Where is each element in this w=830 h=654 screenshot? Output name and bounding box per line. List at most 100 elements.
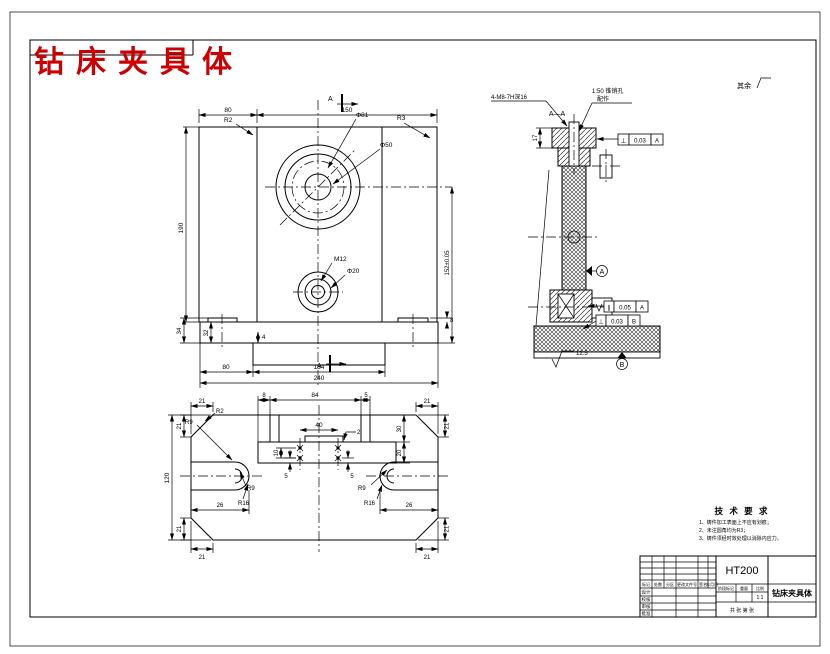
dim-label: R2 xyxy=(216,409,224,415)
dim-label: 240 xyxy=(314,375,325,382)
svg-text:0.03: 0.03 xyxy=(611,320,623,326)
svg-text:A: A xyxy=(655,139,659,145)
sheet-label: 共 张 第 张 xyxy=(730,607,754,614)
datum-a: A xyxy=(586,265,608,277)
rev-header: 年月日 xyxy=(706,581,718,587)
dim-label: 21 xyxy=(424,399,431,405)
dim-label: R2 xyxy=(224,117,233,124)
scale-value: 1:1 xyxy=(757,595,764,601)
surface-note-label: 其余 xyxy=(737,81,751,90)
dim-label: 21 xyxy=(177,422,183,429)
scale-label: 比例 xyxy=(756,585,764,591)
tap-callout: 4-M8-7H深16 xyxy=(491,93,528,101)
part-name: 钻床夹具体 xyxy=(772,588,813,598)
dim-label: Φ20 xyxy=(347,268,360,275)
dim-label: R16 xyxy=(364,501,376,507)
dim-label: Φ81 xyxy=(356,112,369,119)
dim-label: 20 xyxy=(397,449,403,456)
dim-label: 34 xyxy=(177,327,183,334)
svg-text:B: B xyxy=(632,320,636,326)
dim-label: 26 xyxy=(406,503,413,509)
dim-label: 5 xyxy=(284,474,288,480)
tech-req-item: 2、未注圆角均为R3； xyxy=(699,527,748,534)
pin-callout-2: 配作 xyxy=(597,95,609,103)
dim-label: 2 xyxy=(357,430,361,436)
dim-label: R9 xyxy=(247,486,255,492)
dim-label: M12 xyxy=(334,256,347,263)
role-label: 批准 xyxy=(642,610,651,617)
title-block: 标记 处数 分区 更改文件号 签名 年月日 设计 校核 审核 批准 HT200 … xyxy=(639,555,817,618)
svg-text:A: A xyxy=(640,306,644,312)
role-label: 校核 xyxy=(642,596,651,603)
rev-header: 签名 xyxy=(699,581,707,587)
dim-label: 84 xyxy=(311,392,319,399)
page-title: 钻床夹具体 xyxy=(34,46,244,79)
surface-finish-note: 其余 xyxy=(737,77,771,90)
rev-header: 分区 xyxy=(666,581,674,587)
dim-label: 21 xyxy=(424,555,431,561)
dim-label: 5 xyxy=(350,474,354,480)
roughness-icon xyxy=(756,77,771,89)
svg-text:∥: ∥ xyxy=(608,305,611,312)
section-mark-bottom: A xyxy=(317,355,347,372)
stage-label: 阶段标记 xyxy=(718,585,734,591)
tech-req-item: 3、铸件须经时效处理以消除内应力。 xyxy=(699,535,782,542)
dim-label: 32 xyxy=(204,329,210,336)
dim-label: R16 xyxy=(238,501,250,507)
svg-text:B: B xyxy=(620,362,625,369)
dim-label: 17 xyxy=(533,134,539,141)
fcf-perpendicularity-top: ⊥ 0.03 A xyxy=(596,133,664,146)
role-label: 审核 xyxy=(642,603,651,610)
dim-label: 120 xyxy=(164,472,171,483)
roughness-mark: 12.5 xyxy=(551,350,588,368)
dim-label: R9 xyxy=(185,420,193,426)
drawing-border xyxy=(9,11,821,647)
rev-header: 标记 xyxy=(642,581,650,587)
dim-label: 134 xyxy=(314,364,325,371)
dim-label: 152±0.05 xyxy=(445,250,451,276)
dim-label: 21 xyxy=(445,525,451,532)
dim-label: 10 xyxy=(274,449,280,456)
lower-hole xyxy=(297,271,339,313)
dim-label: 4 xyxy=(262,335,266,341)
section-view: A—A 4-M8-7H深16 1:50 锥销孔 配作 xyxy=(491,87,664,370)
dim-label: 26 xyxy=(217,503,224,509)
dim-label: Φ50 xyxy=(380,142,393,149)
dim-label: 21 xyxy=(177,525,183,532)
section-mark-top: A xyxy=(328,94,359,112)
dim-label: 80 xyxy=(224,107,232,114)
dim-label: 21 xyxy=(199,555,206,561)
dim-label: 30 xyxy=(397,425,403,432)
dim-label: R3 xyxy=(397,115,406,122)
tech-requirements: 技 术 要 求 1、铸件加工表面上不应有划痕； 2、未注圆角均为R3； 3、铸件… xyxy=(699,506,782,542)
role-label: 设计 xyxy=(642,589,651,596)
rev-header: 更改文件号 xyxy=(677,581,697,587)
svg-text:0.05: 0.05 xyxy=(619,306,631,312)
svg-text:A: A xyxy=(328,96,333,103)
tech-req-title: 技 术 要 求 xyxy=(714,506,769,516)
svg-text:12.5: 12.5 xyxy=(576,351,588,357)
svg-text:A: A xyxy=(600,269,605,276)
dim-label: 5 xyxy=(364,393,368,399)
fcf-parallelism: ∥ 0.05 A xyxy=(587,300,649,313)
rev-header: 处数 xyxy=(654,581,662,587)
svg-text:0.03: 0.03 xyxy=(634,139,646,145)
dim-label: 8 xyxy=(450,318,454,324)
dim-label: 150 xyxy=(342,107,353,114)
dim-label: 40 xyxy=(315,422,323,429)
svg-text:⊥: ⊥ xyxy=(620,138,626,145)
dim-label: 21 xyxy=(445,422,451,429)
dim-label: R9 xyxy=(358,486,366,492)
dim-label: 8 xyxy=(262,393,266,399)
dim-label: 80 xyxy=(222,364,230,371)
pin-callout: 1:50 锥销孔 xyxy=(592,87,623,95)
material-label: HT200 xyxy=(725,565,758,577)
dim-label: 190 xyxy=(178,222,185,233)
svg-text:A: A xyxy=(317,363,322,370)
main-bore xyxy=(275,144,361,230)
datum-b: B xyxy=(616,352,628,370)
bottom-view: 8 84 5 40 2 10 30 20 5 5 21 xyxy=(164,392,451,561)
weight-label: 重量 xyxy=(740,585,748,591)
